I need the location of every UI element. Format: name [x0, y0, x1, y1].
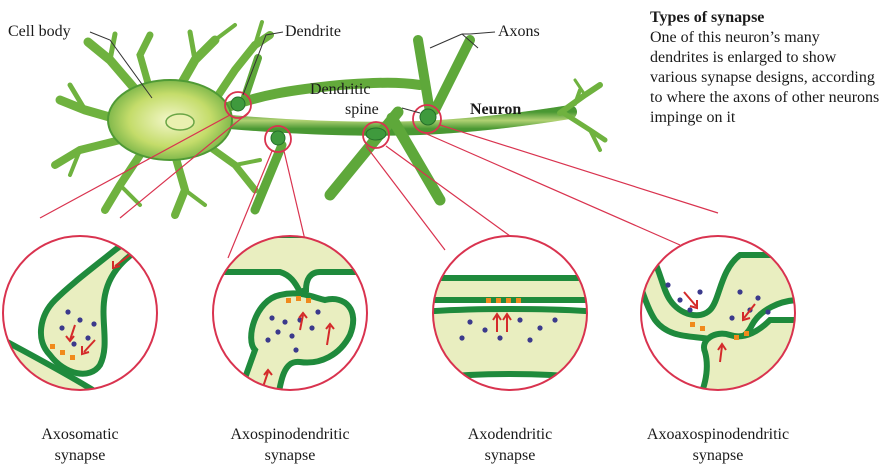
- info-title: Types of synapse: [650, 8, 882, 28]
- caption-axodendritic-line2: synapse: [410, 445, 610, 466]
- label-neuron: Neuron: [470, 100, 521, 120]
- label-spine: spine: [345, 100, 379, 120]
- axospinodendritic-view: [200, 235, 380, 420]
- caption-axoaxospinodendritic: Axoaxospinodendritic synapse: [618, 424, 818, 466]
- dendrite-end-branches: [560, 80, 605, 150]
- axosomatic-view: [0, 232, 160, 420]
- caption-axosomatic-line1: Axosomatic: [0, 424, 180, 445]
- info-body: One of this neuron’s many dendrites is e…: [650, 28, 882, 128]
- axoaxospinodendritic-view: [630, 236, 800, 420]
- axodendritic-view: [420, 236, 610, 390]
- neuron-drawing: [40, 22, 718, 258]
- caption-axospinodendritic: Axospinodendritic synapse: [190, 424, 390, 466]
- info-box: Types of synapse One of this neuron’s ma…: [650, 8, 882, 128]
- nucleus: [166, 114, 194, 130]
- label-cell-body: Cell body: [8, 22, 71, 42]
- caption-axospinodendritic-line1: Axospinodendritic: [190, 424, 390, 445]
- caption-axospinodendritic-line2: synapse: [190, 445, 390, 466]
- caption-axosomatic: Axosomatic synapse: [0, 424, 180, 466]
- label-dendritic: Dendritic: [310, 80, 370, 100]
- caption-axoaxospinodendritic-line2: synapse: [618, 445, 818, 466]
- label-axons: Axons: [498, 22, 540, 42]
- caption-axoaxospinodendritic-line1: Axoaxospinodendritic: [618, 424, 818, 445]
- label-dendrite: Dendrite: [285, 22, 341, 42]
- caption-axodendritic-line1: Axodendritic: [410, 424, 610, 445]
- caption-axodendritic: Axodendritic synapse: [410, 424, 610, 466]
- caption-axosomatic-line2: synapse: [0, 445, 180, 466]
